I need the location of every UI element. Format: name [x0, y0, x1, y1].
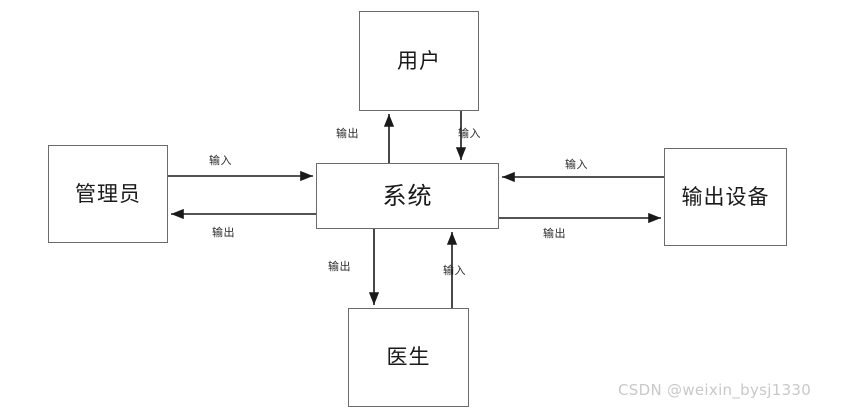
- edge-label-system-to-doctor: 输出: [328, 260, 351, 273]
- node-output-device[interactable]: 输出设备: [664, 148, 787, 246]
- edge-label-user-to-system: 输入: [458, 127, 481, 140]
- watermark: CSDN @weixin_bysj1330: [618, 381, 812, 399]
- edge-label-system-to-admin: 输出: [212, 226, 235, 239]
- edge-label-system-to-device: 输出: [543, 227, 566, 240]
- edge-label-system-to-user: 输出: [336, 127, 359, 140]
- node-admin[interactable]: 管理员: [48, 145, 168, 243]
- node-user-label: 用户: [397, 48, 441, 73]
- node-user[interactable]: 用户: [359, 11, 479, 111]
- edge-label-doctor-to-system: 输入: [443, 264, 466, 277]
- node-system-label: 系统: [382, 182, 433, 210]
- node-output-device-label: 输出设备: [681, 184, 770, 209]
- node-system[interactable]: 系统: [316, 163, 499, 229]
- node-admin-label: 管理员: [75, 181, 141, 206]
- node-doctor[interactable]: 医生: [348, 308, 469, 407]
- edge-label-device-to-system: 输入: [565, 158, 588, 171]
- node-doctor-label: 医生: [386, 345, 431, 369]
- edge-label-admin-to-system: 输入: [209, 154, 232, 167]
